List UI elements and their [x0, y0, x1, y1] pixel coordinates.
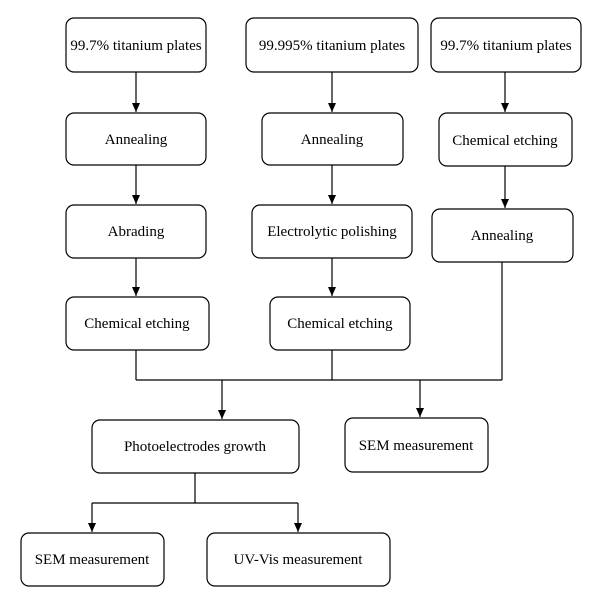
col2-start-box: 99.995% titanium plates: [245, 17, 419, 73]
col3-chemical-etching-box: Chemical etching: [438, 112, 573, 167]
col3-annealing-label: Annealing: [471, 228, 534, 244]
col1-annealing-box: Annealing: [65, 112, 207, 166]
col2-annealing-box: Annealing: [261, 112, 404, 166]
col2-start-label: 99.995% titanium plates: [259, 38, 405, 54]
col2-chemical-etching-label: Chemical etching: [287, 316, 393, 332]
col1-chemical-etching-label: Chemical etching: [84, 316, 190, 332]
col3-start-label: 99.7% titanium plates: [440, 38, 571, 54]
col2-electrolytic-polishing-label: Electrolytic polishing: [267, 224, 397, 240]
col2-annealing-label: Annealing: [301, 132, 364, 148]
sem-measurement-bottom-box: SEM measurement: [20, 532, 165, 587]
photoelectrodes-growth-box: Photoelectrodes growth: [91, 419, 300, 474]
col2-chemical-etching-box: Chemical etching: [269, 296, 411, 351]
photoelectrodes-growth-label: Photoelectrodes growth: [124, 439, 267, 455]
col3-chemical-etching-label: Chemical etching: [452, 133, 558, 149]
col1-start-box: 99.7% titanium plates: [65, 17, 207, 73]
col1-abrading-box: Abrading: [65, 204, 207, 259]
col1-chemical-etching-box: Chemical etching: [65, 296, 210, 351]
col1-annealing-label: Annealing: [105, 132, 168, 148]
col3-annealing-box: Annealing: [431, 208, 574, 263]
col1-start-label: 99.7% titanium plates: [70, 38, 201, 54]
sem-measurement-bottom-label: SEM measurement: [35, 552, 150, 568]
uv-vis-measurement-box: UV-Vis measurement: [206, 532, 391, 587]
col3-start-box: 99.7% titanium plates: [430, 17, 582, 73]
uv-vis-measurement-label: UV-Vis measurement: [234, 552, 364, 568]
sem-measurement-top-box: SEM measurement: [344, 417, 489, 473]
col2-electrolytic-polishing-box: Electrolytic polishing: [251, 204, 413, 259]
sem-measurement-top-label: SEM measurement: [359, 438, 474, 454]
col1-abrading-label: Abrading: [108, 224, 165, 240]
